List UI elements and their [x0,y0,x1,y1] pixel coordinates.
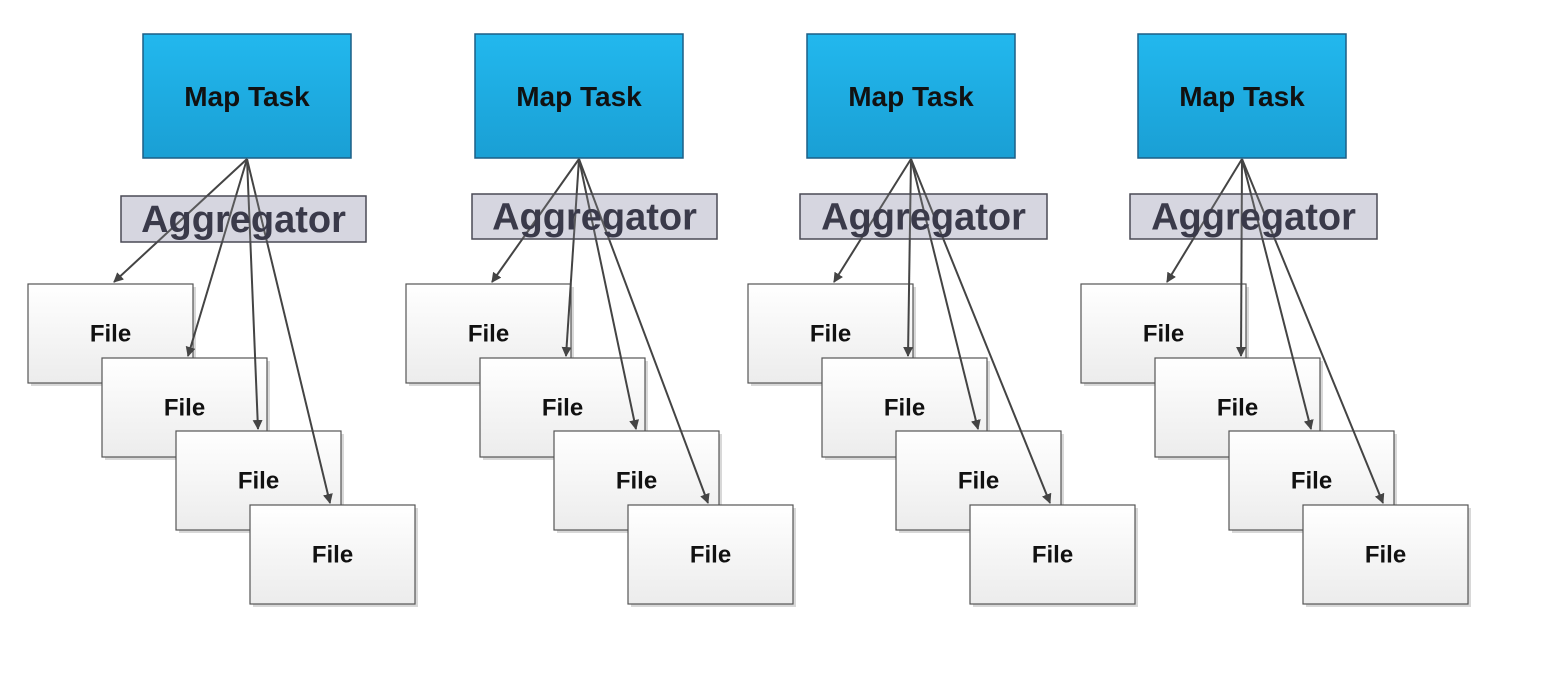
map-task-box [474,33,684,159]
file-label: File [1365,542,1406,569]
arrow-to-file-2 [903,158,914,357]
arrow-segment [591,193,610,240]
file-box-3: File [895,430,1064,533]
arrow-segment [247,195,252,243]
arrow-segment [918,193,932,240]
arrow-segment [254,195,268,243]
file-label: File [542,395,583,422]
file-label: File [1143,321,1184,348]
arrow-segment [156,195,208,243]
arrow-segment [1192,193,1222,240]
file-label: File [616,468,657,495]
map-task-label: Map Task [516,81,642,112]
aggregator-label: Aggregator [141,199,346,241]
file-label: File [1032,542,1073,569]
arrow-segment [860,193,890,240]
file-label: File [164,395,205,422]
arrow-to-file-2 [185,158,248,357]
map-task-label: Map Task [184,81,310,112]
aggregator-label: Aggregator [1151,197,1356,239]
map-task-box [806,33,1016,159]
file-label: File [468,321,509,348]
aggregator-label: Aggregator [492,197,697,239]
map-task-box [1137,33,1347,159]
map-task-label: Map Task [1179,81,1305,112]
file-box-4: File [1302,504,1471,607]
file-label: File [312,542,353,569]
file-box-4: File [627,504,796,607]
file-label: File [1291,468,1332,495]
arrow-to-file-2 [561,158,580,357]
aggregator-box [120,195,367,243]
file-label: File [884,395,925,422]
map-task-box [142,33,352,159]
file-box-4: File [969,504,1138,607]
file-box-rect [627,504,794,605]
file-label: File [690,542,731,569]
file-box-rect [249,504,416,605]
aggregator-box [799,193,1048,240]
map-task-label: Map Task [848,81,974,112]
arrow-segment [585,193,597,240]
file-box-4: File [249,504,418,607]
arrow-segment [908,193,912,240]
arrow-segment [924,193,945,240]
arrow-segment [572,193,578,240]
file-label: File [958,468,999,495]
file-label: File [238,468,279,495]
arrow-segment [521,193,556,240]
arrow-segment [1249,193,1264,240]
file-label: File [1217,395,1258,422]
arrow-to-file-2 [1236,158,1247,357]
file-box-rect [1302,504,1469,605]
file-box-rect [969,504,1136,605]
aggregator-label: Aggregator [821,197,1026,239]
arrow-segment [221,195,237,243]
file-label: File [810,321,851,348]
arrow-segment [1255,193,1276,240]
file-label: File [90,321,131,348]
